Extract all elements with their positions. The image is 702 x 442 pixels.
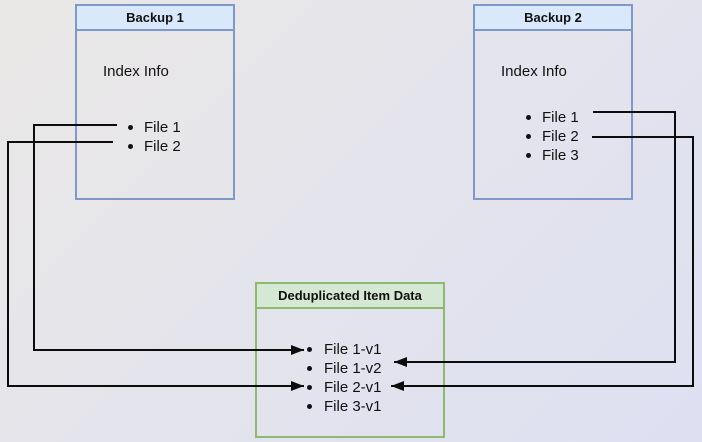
list-item: File 1-v1 (257, 340, 382, 359)
backup2-title-bar: Backup 2 (475, 6, 631, 31)
list-item: File 1-v2 (257, 359, 382, 378)
backup1-title-bar: Backup 1 (77, 6, 233, 31)
list-item: File 1 (475, 108, 579, 127)
list-item: File 2 (77, 137, 181, 156)
list-item: File 1 (77, 118, 181, 137)
list-item: File 2 (475, 127, 579, 146)
backup2-index-info-label: Index Info (501, 63, 567, 80)
backup1-index-info-label: Index Info (103, 63, 169, 80)
dedup-title-bar: Deduplicated Item Data (257, 284, 443, 309)
list-item: File 2-v1 (257, 378, 382, 397)
list-item: File 3-v1 (257, 397, 382, 416)
list-item: File 3 (475, 146, 579, 165)
